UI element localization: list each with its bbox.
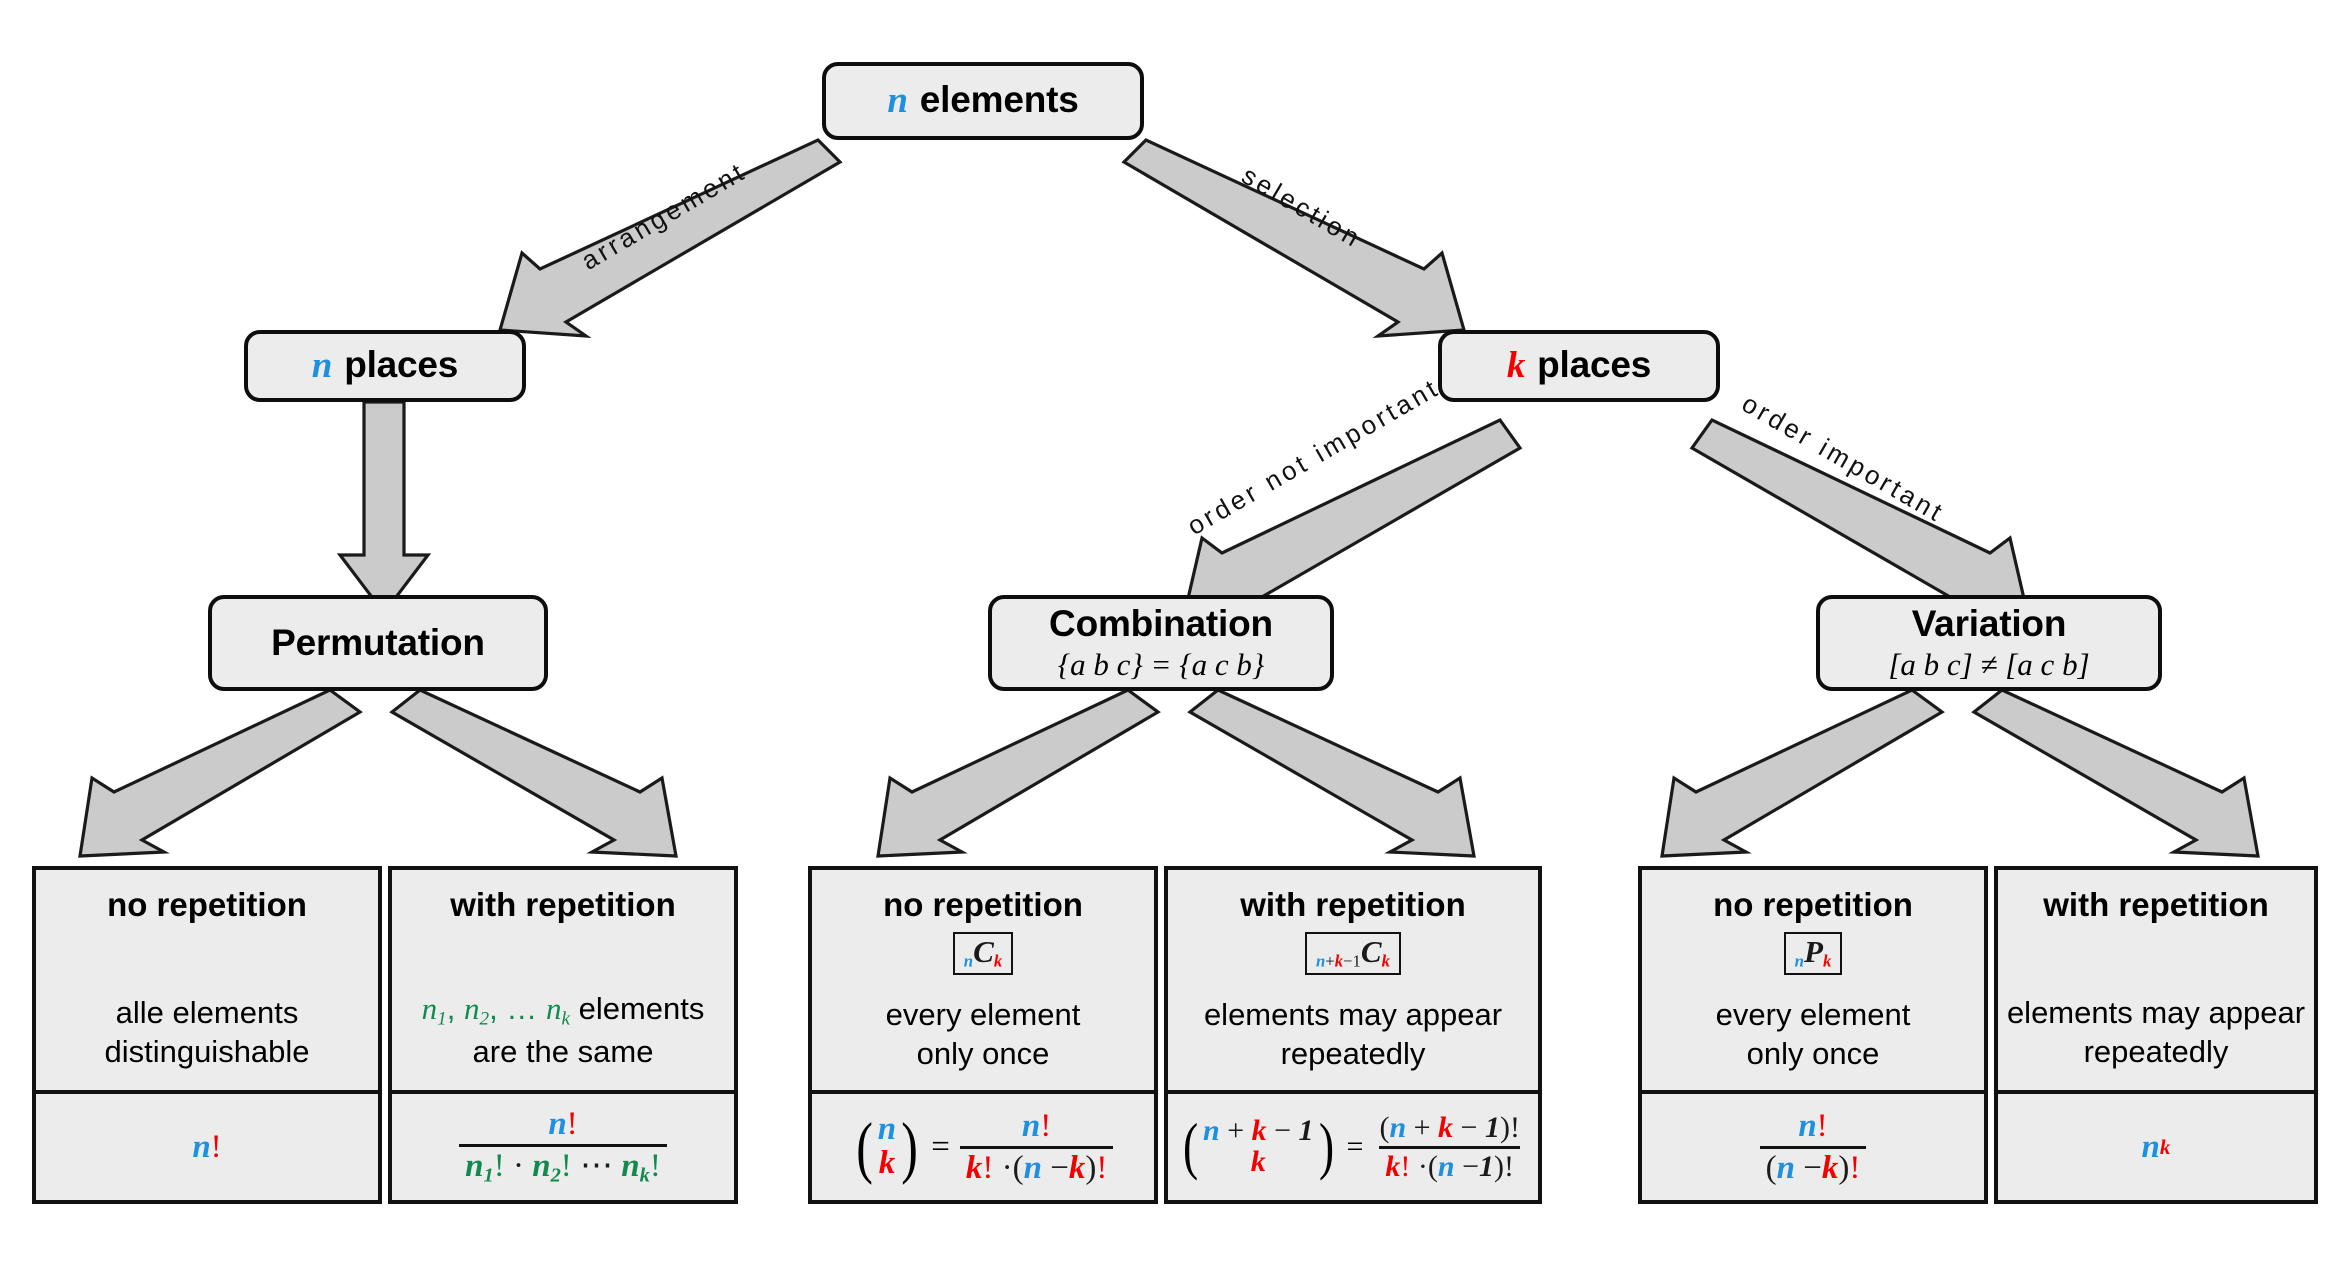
leaf-heading: with repetition — [450, 886, 676, 923]
node-variation-example: [a b c] ≠ [a c b] — [1888, 647, 2090, 683]
k-places-title-text: places — [1537, 344, 1652, 386]
leaf-description: every element only once — [1642, 995, 1984, 1074]
leaf-formula: ( n + k − 1 k ) = (n + k − 1)! k! ·(n −1… — [1168, 1090, 1538, 1200]
desc-line-1: every element — [885, 996, 1081, 1032]
desc-line-2: repeatedly — [2083, 1034, 2229, 1070]
arrow-variation-right — [1971, 688, 2260, 858]
leaf-permutation-no-repetition[interactable]: no repetition alle elements distinguisha… — [32, 866, 382, 1204]
desc-line-1: every element — [1715, 996, 1911, 1032]
leaf-notation: nCk — [952, 932, 1014, 976]
leaf-description: elements may appear repeatedly — [1168, 995, 1538, 1074]
leaf-formula: n! — [36, 1090, 378, 1200]
desc-line-1: n1, n2, … nk elements — [421, 991, 705, 1030]
root-title-text: elements — [919, 79, 1079, 121]
node-combination[interactable]: Combination {a b c} = {a c b} — [988, 595, 1334, 691]
n-places-title-text: places — [344, 344, 459, 386]
desc-line-1: elements may appear — [1203, 996, 1503, 1032]
desc-line-2: only once — [916, 1036, 1050, 1072]
arrow-combination-right — [1187, 688, 1476, 858]
desc-line-1: alle elements — [115, 994, 299, 1030]
leaf-upper: no repetition nPk every element only onc… — [1642, 870, 1984, 1090]
leaf-permutation-with-repetition[interactable]: with repetition n1, n2, … nk elements ar… — [388, 866, 738, 1204]
arrow-selection — [1121, 138, 1467, 338]
symbol-k: k — [1506, 345, 1526, 387]
node-permutation-label: Permutation — [271, 621, 485, 663]
node-n-elements[interactable]: n elements — [822, 62, 1144, 140]
leaf-upper: with repetition elements may appear repe… — [1998, 870, 2314, 1090]
node-variation[interactable]: Variation [a b c] ≠ [a c b] — [1816, 595, 2162, 691]
leaf-description: every element only once — [812, 995, 1154, 1074]
leaf-heading: with repetition — [1240, 886, 1466, 923]
leaf-formula: ( n k ) = n! k! ·(n −k)! — [812, 1090, 1154, 1200]
leaf-upper: with repetition n+k−1Ck elements may app… — [1168, 870, 1538, 1090]
node-combination-label: Combination — [1049, 602, 1273, 644]
leaf-upper: with repetition n1, n2, … nk elements ar… — [392, 870, 734, 1090]
leaf-combination-with-repetition[interactable]: with repetition n+k−1Ck elements may app… — [1164, 866, 1542, 1204]
arrow-arrangement — [497, 138, 843, 338]
edge-label-arrangement: arrangement — [576, 155, 752, 276]
leaf-variation-no-repetition[interactable]: no repetition nPk every element only onc… — [1638, 866, 1988, 1204]
arrow-permutation-left — [78, 688, 363, 858]
leaf-heading: no repetition — [107, 886, 307, 923]
leaf-heading: no repetition — [1713, 886, 1913, 923]
symbol-n: n — [887, 80, 908, 122]
desc-line-2: only once — [1746, 1036, 1880, 1072]
leaf-notation: n+k−1Ck — [1304, 932, 1402, 976]
desc-line-2: repeatedly — [1280, 1036, 1426, 1072]
node-variation-label: Variation — [1911, 602, 2067, 644]
leaf-upper: no repetition alle elements distinguisha… — [36, 870, 378, 1090]
edge-label-order-important: order important — [1737, 388, 1951, 529]
leaf-variation-with-repetition[interactable]: with repetition elements may appear repe… — [1994, 866, 2318, 1204]
leaf-heading: no repetition — [883, 886, 1083, 923]
leaf-upper: no repetition nCk every element only onc… — [812, 870, 1154, 1090]
desc-line-2: are the same — [472, 1034, 654, 1070]
node-combination-example: {a b c} = {a c b} — [1057, 647, 1265, 683]
leaf-notation: nPk — [1783, 932, 1843, 976]
symbol-n: n — [311, 345, 333, 387]
desc-line-2: distinguishable — [104, 1034, 310, 1070]
desc-line-1: elements may appear — [2006, 994, 2306, 1030]
leaf-heading: with repetition — [2043, 886, 2269, 923]
node-permutation[interactable]: Permutation — [208, 595, 548, 691]
node-n-elements-label: n elements — [887, 79, 1078, 123]
arrow-combination-left — [876, 688, 1161, 858]
leaf-combination-no-repetition[interactable]: no repetition nCk every element only onc… — [808, 866, 1158, 1204]
leaf-formula: n! (n −k)! — [1642, 1090, 1984, 1200]
edge-label-order-not-important: order not important — [1182, 371, 1445, 541]
leaf-description: elements may appear repeatedly — [1998, 993, 2314, 1072]
leaf-description: alle elements distinguishable — [36, 993, 378, 1072]
arrow-variation-left — [1660, 688, 1945, 858]
arrow-n-places-to-permutation — [336, 400, 432, 616]
arrow-permutation-right — [389, 688, 678, 858]
edge-label-selection: selection — [1236, 160, 1368, 254]
leaf-description: n1, n2, … nk elements are the same — [392, 989, 734, 1072]
leaf-formula: n! n1! · n2! ⋯ nk! — [392, 1090, 734, 1200]
